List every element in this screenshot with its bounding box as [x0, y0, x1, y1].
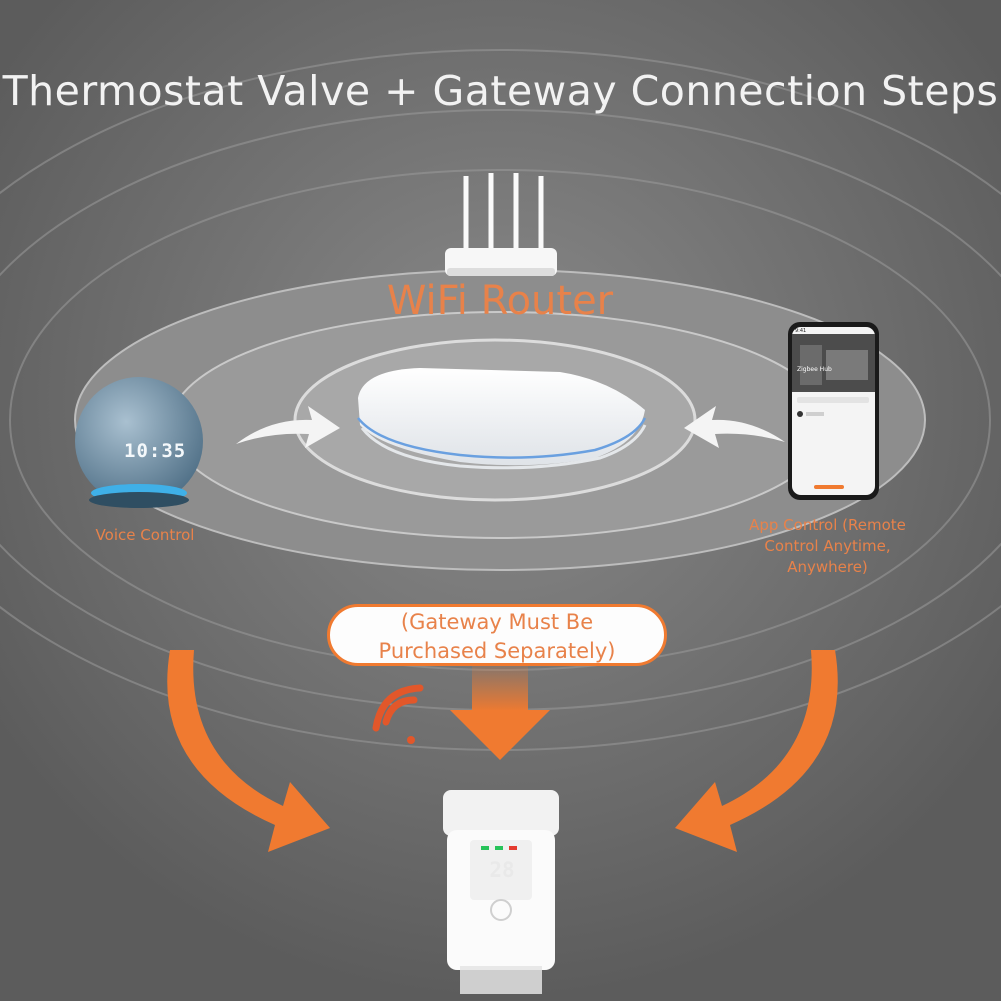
arrow-icon	[167, 650, 838, 852]
smartphone-icon	[788, 322, 879, 500]
arrow-icon	[236, 406, 785, 448]
arrow-icon	[450, 666, 550, 760]
gateway-hub-icon	[357, 368, 647, 470]
gateway-note-line: Purchased Separately)	[378, 639, 616, 663]
speaker-clock-display: 10:35	[124, 440, 187, 462]
valve-temperature-display: 28	[489, 858, 515, 882]
gateway-note-badge: (Gateway Must Be Purchased Separately)	[327, 604, 667, 666]
phone-app-title: Zigbee Hub	[797, 366, 832, 373]
app-control-label: App Control (Remote Control Anytime, Any…	[749, 516, 906, 576]
voice-control-label: Voice Control	[95, 526, 195, 544]
wifi-router-icon	[445, 173, 557, 276]
gateway-note-line: (Gateway Must Be	[400, 610, 594, 634]
router-label: WiFi Router	[386, 278, 614, 324]
smart-speaker-icon	[75, 377, 203, 508]
page-title: Thermostat Valve + Gateway Connection St…	[2, 67, 999, 116]
phone-status-time: 9:41	[795, 328, 807, 334]
thermostat-valve-icon	[443, 790, 559, 994]
wifi-signal-icon	[372, 684, 424, 744]
